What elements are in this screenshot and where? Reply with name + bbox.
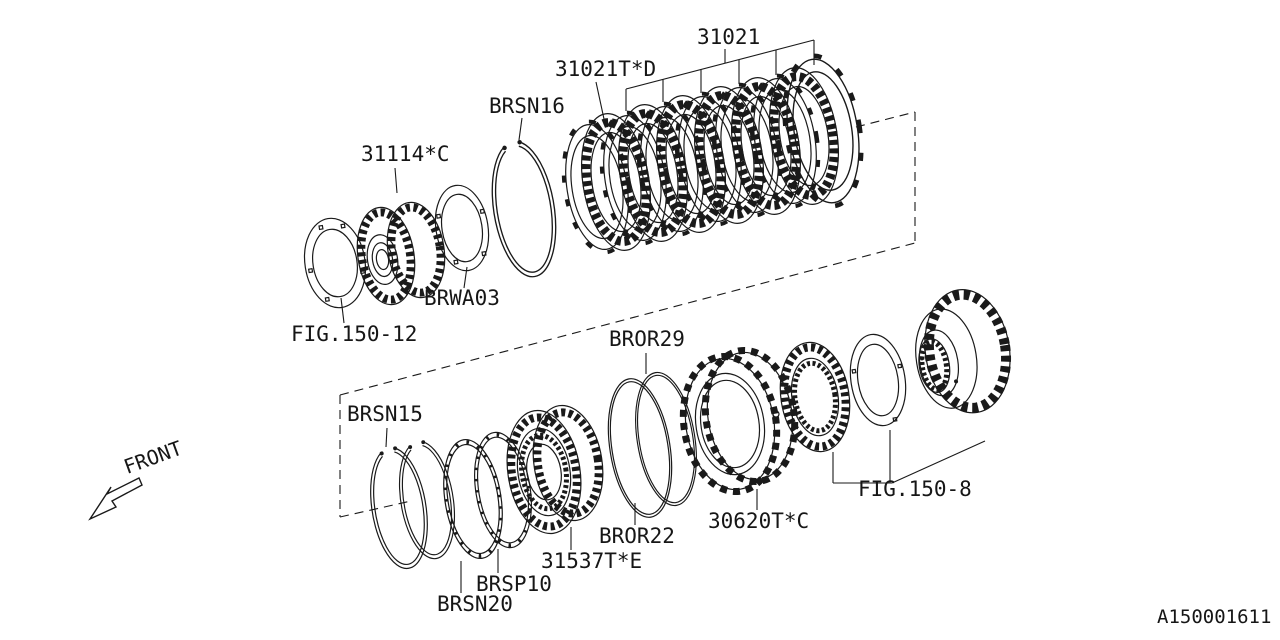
part-label-31021: 31021 xyxy=(697,25,761,49)
part-brsn16-snap-ring xyxy=(482,135,566,282)
part-31537-drum xyxy=(506,404,604,535)
part-thrust-washer xyxy=(849,333,907,427)
part-hub-ring xyxy=(779,341,851,453)
part-label-brsn20: BRSN20 xyxy=(437,592,513,616)
assembly-boundary-dashed xyxy=(339,111,916,518)
part-fig150-8-ring-gear xyxy=(915,289,1012,414)
part-label-brsn16: BRSN16 xyxy=(489,94,565,118)
clutch-pack xyxy=(553,50,871,257)
front-arrow-icon xyxy=(88,477,143,521)
part-bror29-ring xyxy=(626,367,706,511)
leader-lines xyxy=(340,39,986,593)
part-label-bror29: BROR29 xyxy=(609,327,685,351)
part-label-30620t-c: 30620T*C xyxy=(708,509,810,533)
part-brwa03-retainer xyxy=(434,184,490,272)
part-label-brsn15: BRSN15 xyxy=(347,402,423,426)
part-label-brsp10: BRSP10 xyxy=(476,572,552,596)
part-label-31021t-d: 31021T*D xyxy=(555,57,657,81)
part-30620-drum xyxy=(679,346,799,496)
drawing-number: A150001611 xyxy=(1157,606,1272,628)
ref-label-fig150-12: FIG.150-12 xyxy=(291,322,418,346)
part-label-31537t-e: 31537T*E xyxy=(541,549,643,573)
friction-disc xyxy=(573,109,660,256)
part-label-31114-c: 31114*C xyxy=(361,142,450,166)
part-label-bror22: BROR22 xyxy=(599,524,675,548)
ref-label-fig150-8: FIG.150-8 xyxy=(858,477,972,501)
part-label-brwa03: BRWA03 xyxy=(424,286,500,310)
part-brsn15-snap-ring xyxy=(362,442,436,574)
